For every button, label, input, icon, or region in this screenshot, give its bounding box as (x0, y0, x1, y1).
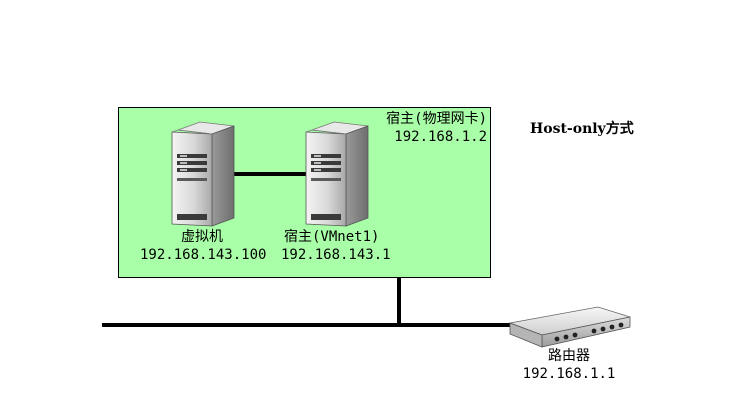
router-ip: 192.168.1.1 (522, 366, 616, 382)
host-box-ip: 192.168.1.2 (394, 129, 487, 145)
vm-ip: 192.168.143.100 (140, 247, 267, 263)
host-box-title: 宿主(物理网卡) (386, 111, 487, 127)
router-icon (508, 306, 631, 348)
host-adapter-ip: 192.168.143.1 (281, 247, 391, 263)
host-adapter-name: 宿主(VMnet1) (284, 229, 380, 245)
router-name: 路由器 (548, 348, 590, 364)
diagram-title: Host-only方式 (530, 121, 634, 137)
vm-name: 虚拟机 (181, 229, 223, 245)
server-icon (171, 121, 235, 227)
server-icon (305, 121, 369, 227)
